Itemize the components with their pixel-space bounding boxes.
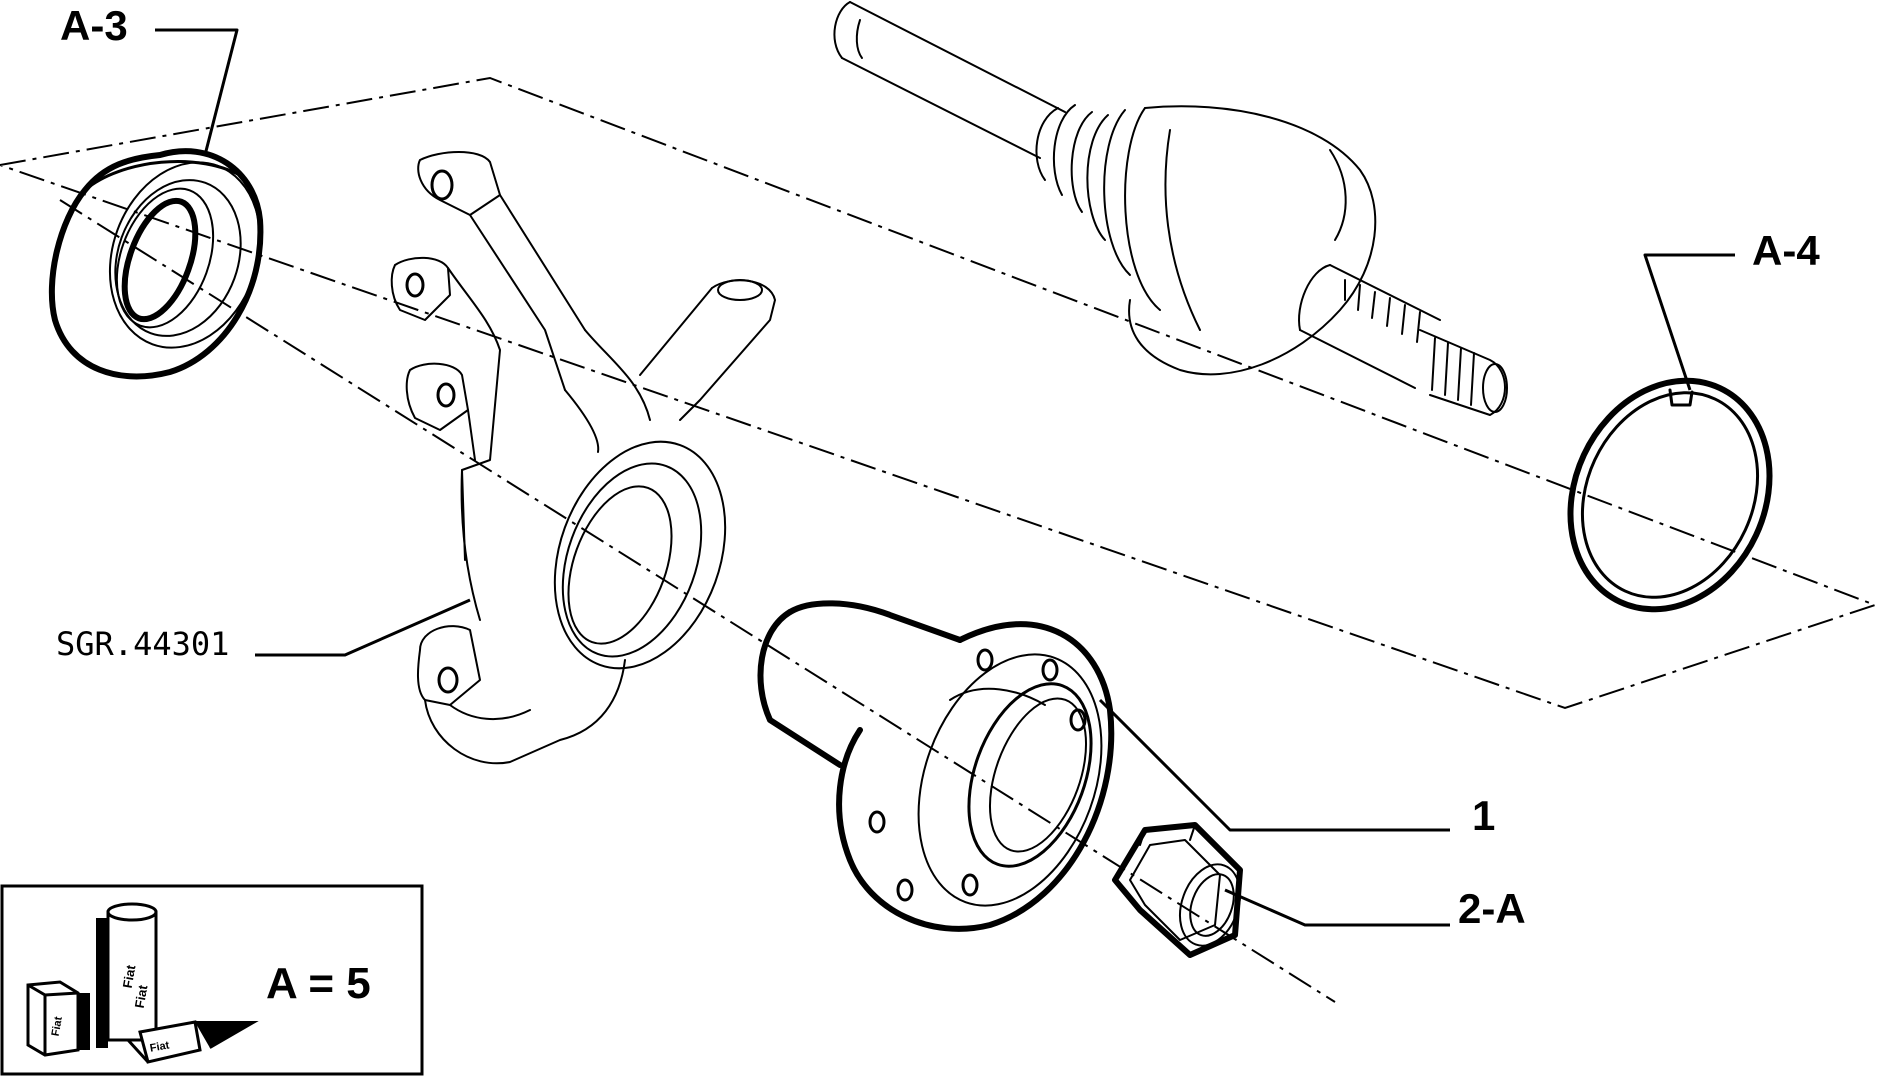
can-text-2: Fiat: [132, 983, 151, 1009]
box-text-1: Fiat: [50, 1015, 65, 1037]
fiat-flat-box-icon: Fiat: [126, 1020, 259, 1064]
circlip-a4: [1567, 377, 1773, 613]
label-part-2a: 2-A: [1458, 885, 1526, 932]
can-text-1: Fiat: [120, 963, 139, 989]
steering-knuckle: [390, 151, 776, 765]
label-part-1: 1: [1472, 792, 1495, 839]
drive-shaft: [833, 1, 1508, 416]
fiat-can-icon: Fiat Fiat: [96, 902, 158, 1048]
hub-nut: [1112, 822, 1243, 958]
legend-equation: A = 5: [266, 959, 371, 1008]
legend-box: Fiat Fiat Fiat Fiat A = 5: [0, 884, 424, 1076]
box-text-2: Fiat: [149, 1039, 171, 1054]
wheel-hub: [757, 600, 1115, 932]
bearing-a3: [48, 148, 264, 380]
callout-leaders: [155, 28, 1735, 927]
label-a3: A-3: [60, 2, 128, 49]
fiat-box-icon: Fiat: [26, 980, 90, 1057]
label-knuckle-code: SGR.44301: [56, 625, 229, 663]
label-a4: A-4: [1752, 227, 1820, 274]
assembly-plane-outline: [0, 76, 1877, 1003]
